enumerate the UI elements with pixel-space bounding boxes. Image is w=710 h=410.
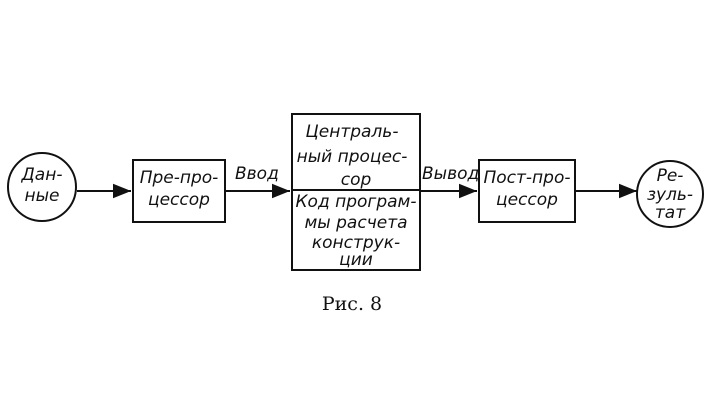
node-preprocessor-line-1: Пре-про-: [140, 168, 219, 188]
edges: Ввод Вывод: [77, 164, 637, 199]
node-preprocessor: Пре-про- цессор: [132, 159, 226, 223]
node-postprocessor: Пост-про- цессор: [478, 159, 576, 223]
node-program-line-4: ции: [339, 250, 373, 270]
node-preprocessor-line-2: цессор: [148, 190, 210, 210]
node-postprocessor-box: [478, 159, 576, 223]
node-data: Дан- ные: [7, 152, 77, 222]
node-result-line-3: тат: [655, 203, 686, 223]
node-result-line-2: зуль-: [647, 185, 693, 205]
node-preprocessor-box: [132, 159, 226, 223]
node-result: Ре- зуль- тат: [636, 160, 704, 228]
figure-caption: Рис. 8: [322, 293, 382, 315]
node-postprocessor-line-1: Пост-про-: [483, 168, 570, 188]
node-program-line-3: конструк-: [312, 233, 400, 253]
node-result-line-1: Ре-: [657, 166, 684, 186]
node-cpu-group: Централь- ный процес- сор Код програм- м…: [291, 113, 421, 271]
node-cpu-line-1: Централь-: [306, 122, 399, 142]
node-cpu-line-2: ный процес-: [297, 147, 408, 167]
node-cpu-line-3: сор: [341, 170, 372, 190]
node-postprocessor-line-2: цессор: [496, 190, 558, 210]
edge-label-input: Ввод: [235, 164, 279, 184]
node-data-circle: [7, 152, 77, 222]
node-cpu-outer-box: [291, 113, 421, 271]
node-data-line-2: ные: [25, 186, 60, 206]
node-data-line-1: Дан-: [21, 165, 63, 185]
node-program-line-2: мы расчета: [304, 213, 407, 233]
node-program-line-1: Код програм-: [295, 192, 416, 212]
edge-label-output: Вывод: [422, 164, 479, 184]
node-result-circle: [636, 160, 704, 228]
